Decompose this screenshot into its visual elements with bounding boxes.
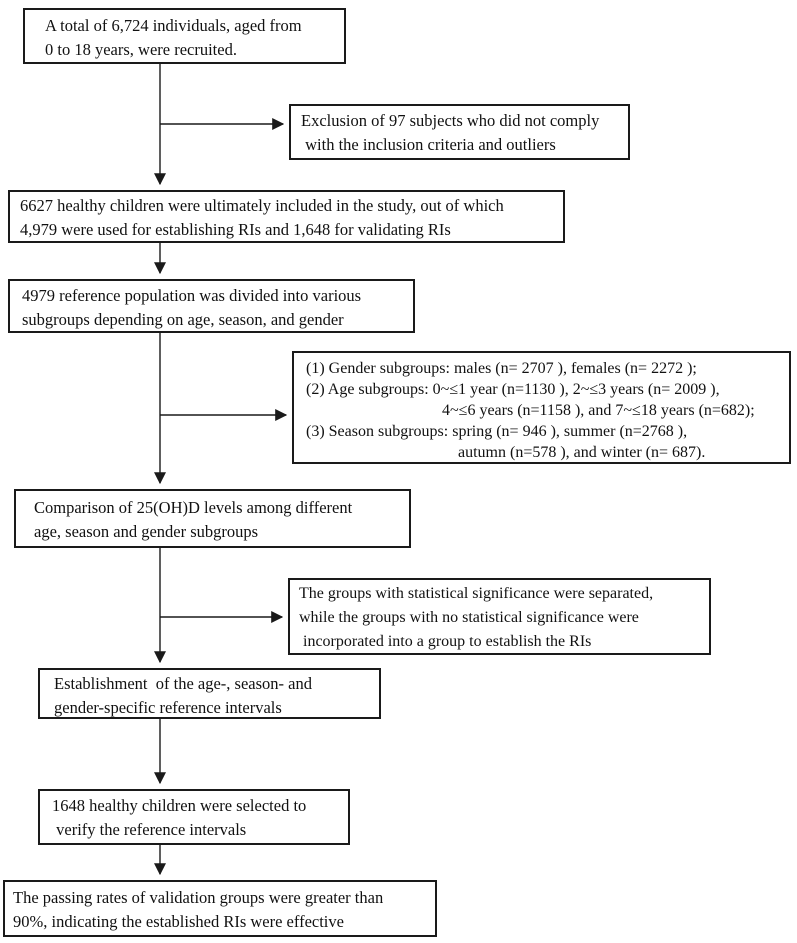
box-recruited: A total of 6,724 individuals, aged from … bbox=[23, 8, 346, 64]
box-conclusion: The passing rates of validation groups w… bbox=[3, 880, 437, 937]
box-comparison: Comparison of 25(OH)D levels among diffe… bbox=[14, 489, 411, 548]
box-recruited-line-1: A total of 6,724 individuals, aged from bbox=[45, 16, 302, 35]
box-exclusion: Exclusion of 97 subjects who did not com… bbox=[289, 104, 630, 160]
box-exclusion-line-1: Exclusion of 97 subjects who did not com… bbox=[301, 111, 600, 130]
box-establishment-line-1: Establishment of the age-, season- and bbox=[54, 674, 312, 693]
box-reference-population: 4979 reference population was divided in… bbox=[8, 279, 415, 333]
box-recruited-line-2: 0 to 18 years, were recruited. bbox=[45, 40, 237, 59]
box-subgroups-season-line-2: autumn (n=578 ), and winter (n= 687). bbox=[458, 444, 706, 461]
box-significance-line-3: incorporated into a group to establish t… bbox=[299, 633, 592, 650]
box-subgroups-season-line-1: (3) Season subgroups: spring (n= 946 ), … bbox=[306, 423, 688, 440]
box-validation-selection-line-1: 1648 healthy children were selected to bbox=[52, 796, 307, 815]
box-exclusion-line-2: with the inclusion criteria and outliers bbox=[301, 135, 556, 154]
box-establishment-line-2: gender-specific reference intervals bbox=[54, 698, 282, 717]
box-subgroups-age-line-1: (2) Age subgroups: 0~≤1 year (n=1130 ), … bbox=[306, 381, 720, 398]
box-reference-population-line-2: subgroups depending on age, season, and … bbox=[22, 310, 344, 329]
box-subgroups: (1) Gender subgroups: males (n= 2707 ), … bbox=[292, 351, 791, 464]
box-conclusion-line-1: The passing rates of validation groups w… bbox=[13, 888, 384, 907]
box-comparison-line-2: age, season and gender subgroups bbox=[34, 522, 259, 541]
box-included-line-1: 6627 healthy children were ultimately in… bbox=[20, 196, 504, 215]
box-significance-line-2: while the groups with no statistical sig… bbox=[299, 609, 639, 626]
box-establishment: Establishment of the age-, season- and g… bbox=[38, 668, 381, 719]
box-conclusion-line-2: 90%, indicating the established RIs were… bbox=[13, 912, 344, 931]
box-included-line-2: 4,979 were used for establishing RIs and… bbox=[20, 220, 451, 239]
box-subgroups-age-line-2: 4~≤6 years (n=1158 ), and 7~≤18 years (n… bbox=[442, 402, 755, 419]
box-validation-selection: 1648 healthy children were selected to v… bbox=[38, 789, 350, 845]
box-reference-population-line-1: 4979 reference population was divided in… bbox=[22, 286, 362, 305]
box-included: 6627 healthy children were ultimately in… bbox=[8, 190, 565, 243]
box-significance: The groups with statistical significance… bbox=[288, 578, 711, 655]
box-validation-selection-line-2: verify the reference intervals bbox=[52, 820, 247, 839]
box-comparison-line-1: Comparison of 25(OH)D levels among diffe… bbox=[34, 498, 353, 517]
box-significance-line-1: The groups with statistical significance… bbox=[299, 585, 654, 602]
box-subgroups-gender-line: (1) Gender subgroups: males (n= 2707 ), … bbox=[306, 360, 697, 377]
